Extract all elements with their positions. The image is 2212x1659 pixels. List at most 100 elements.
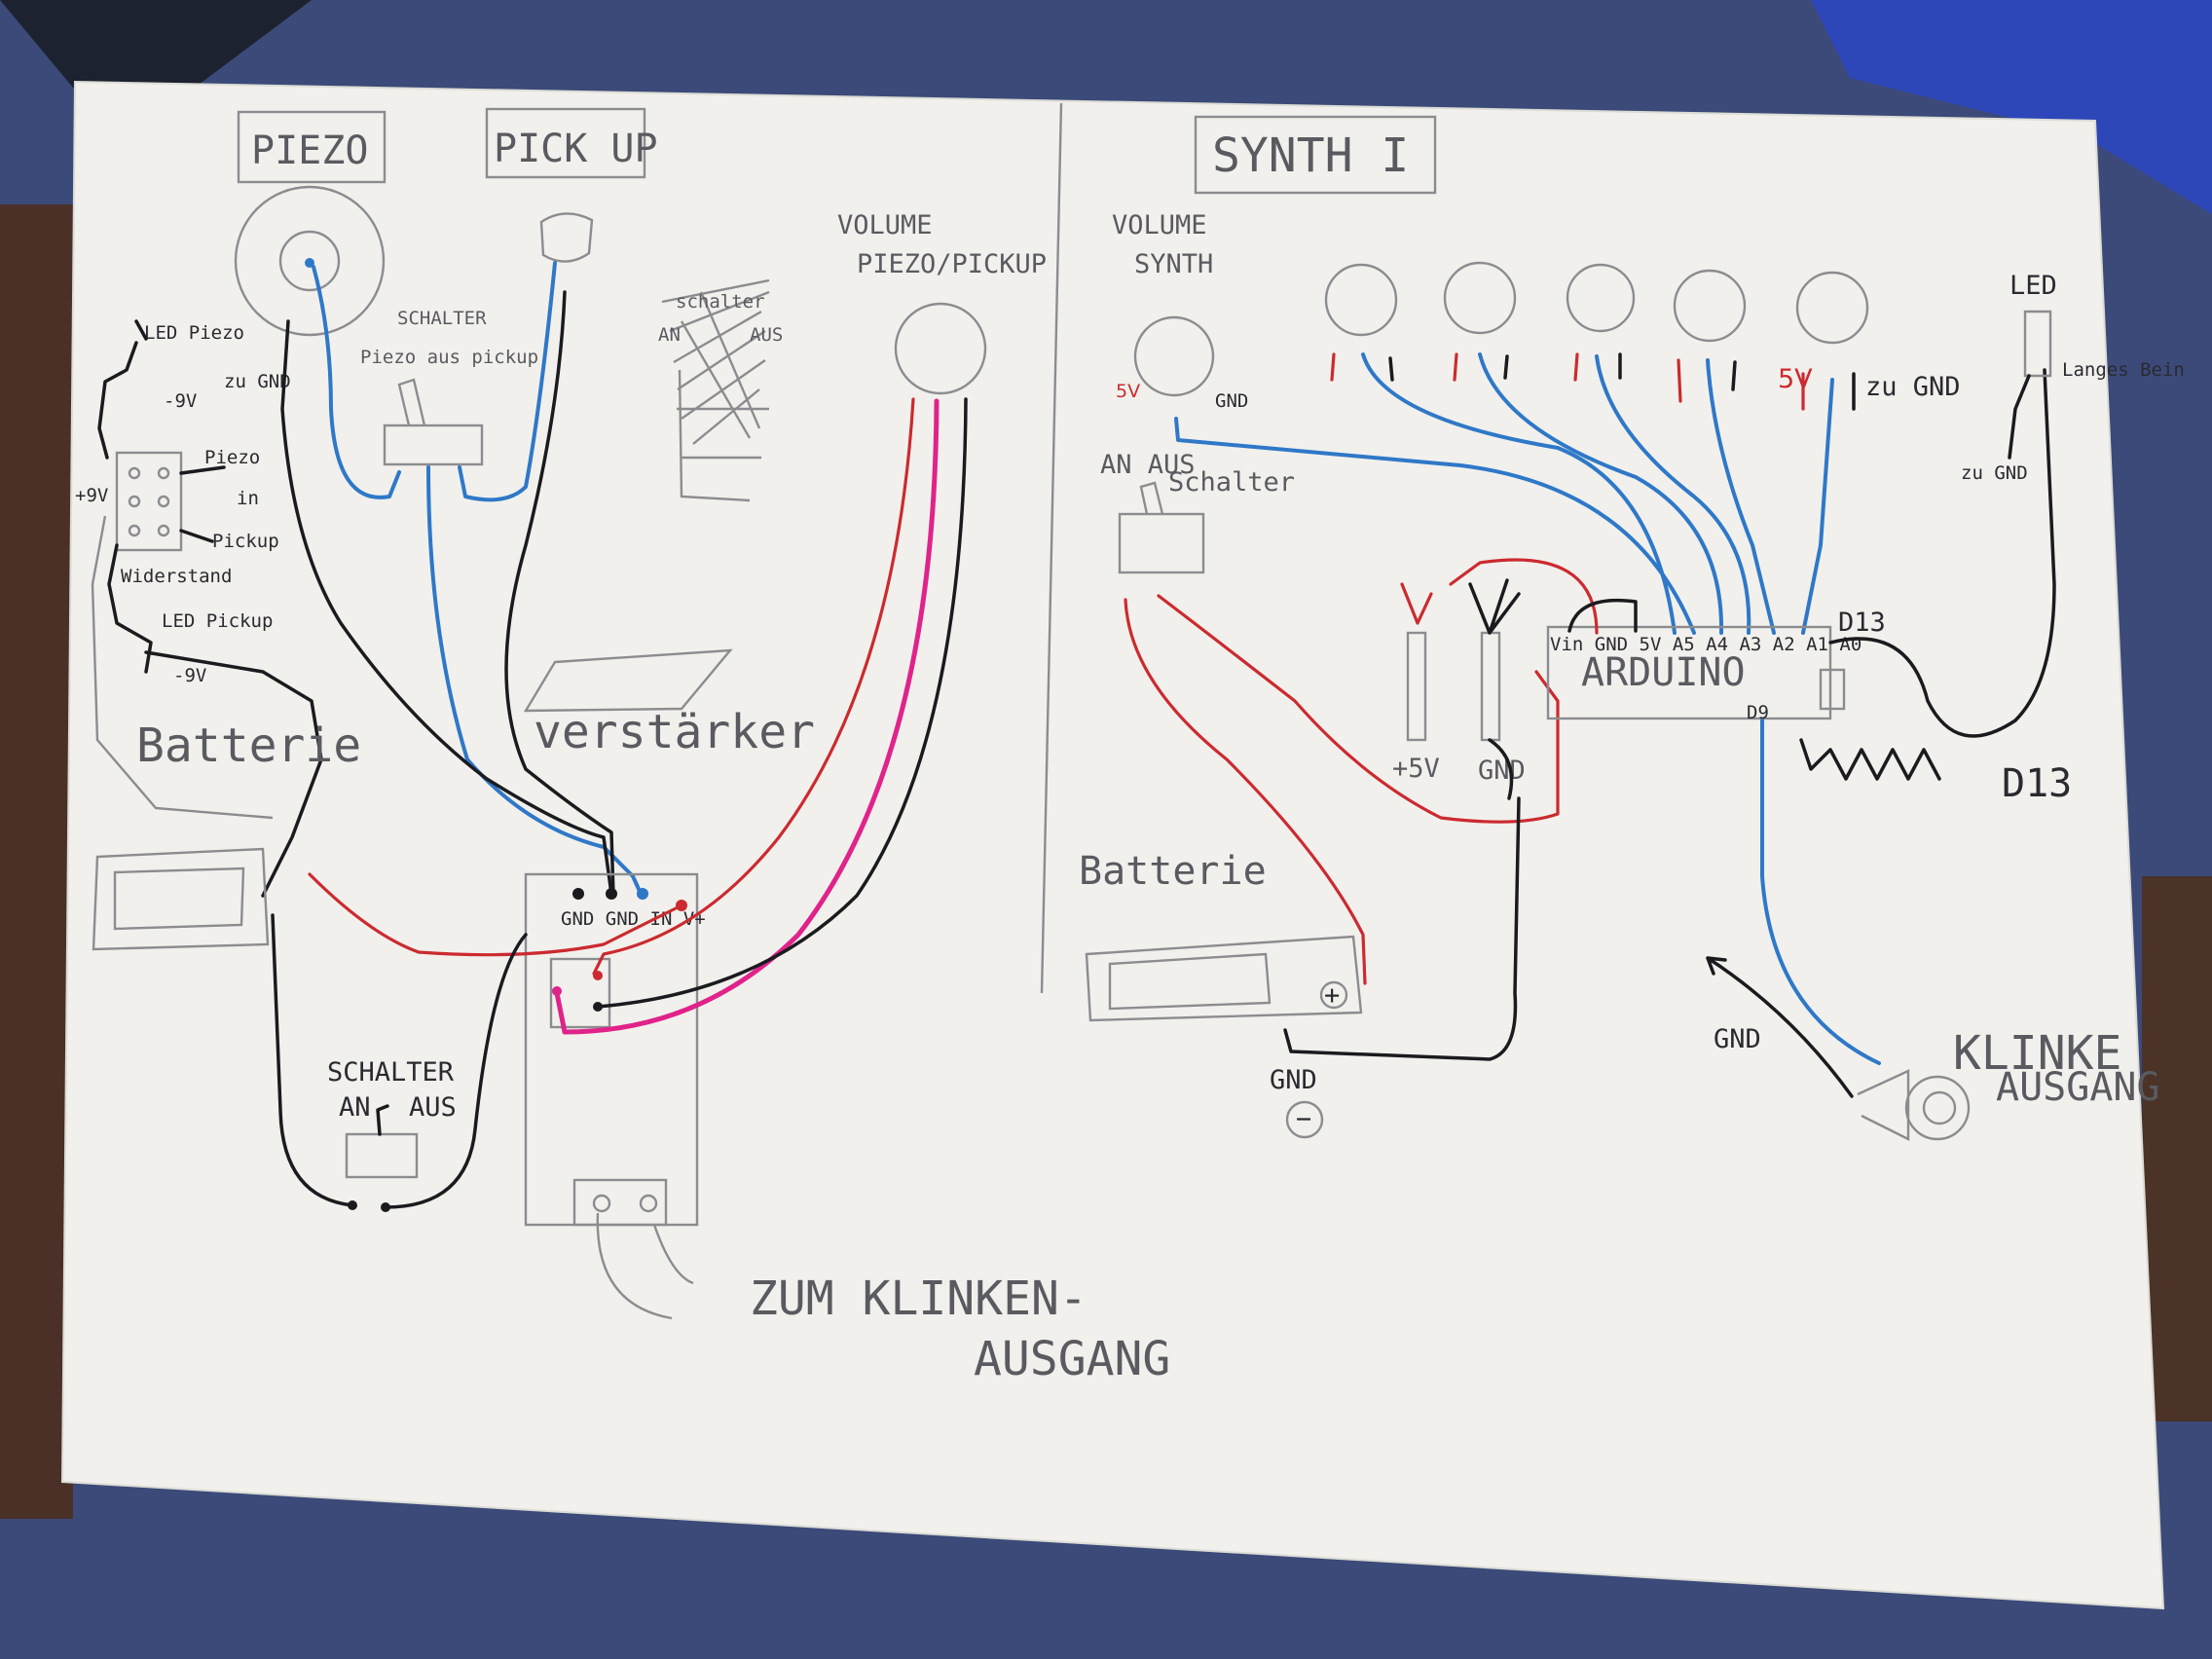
switch-label: SCHALTER <box>397 308 487 329</box>
power-switch-pin-a <box>348 1200 357 1210</box>
left-battery-wire-loop <box>91 515 274 820</box>
synth-switch-label: Schalter <box>1168 467 1295 498</box>
battery-ground-wire <box>1283 796 1521 1061</box>
arduino-label: ARDUINO <box>1581 650 1746 695</box>
rail-wires-black <box>1468 578 1638 800</box>
power-switch-wire <box>271 913 528 1209</box>
plus9v-label: +9V <box>75 485 108 506</box>
amp-board-sketch <box>523 648 733 713</box>
jack-leads <box>596 1212 694 1320</box>
pickup-ground-black <box>504 290 615 898</box>
volume-synth-5v: 5V <box>1116 381 1140 402</box>
background-wood-left <box>0 204 73 1519</box>
battery-plus: + <box>1324 980 1340 1011</box>
arduino-d9: D9 <box>1747 702 1769 723</box>
right-gnd-bottom: GND <box>1270 1065 1317 1095</box>
pot-5v-leads <box>1330 352 1805 411</box>
synth-switch-red-wire <box>1124 598 1367 985</box>
piezo-switch-label: Piezo <box>204 447 260 468</box>
led-label: LED <box>2009 271 2057 301</box>
background-wood-right <box>2142 876 2212 1421</box>
amp-pin-in <box>637 888 648 900</box>
klinken-label-line2: AUSGANG <box>974 1332 1170 1386</box>
rail-5v-label: +5V <box>1392 754 1440 784</box>
volume-left-pot <box>894 302 987 395</box>
piezo-wire-blue <box>312 265 401 499</box>
klinke-label-2: AUSGANG <box>1996 1065 2160 1110</box>
jack-gnd-label: GND <box>1714 1024 1761 1054</box>
piezo-title: PIEZO <box>251 129 368 173</box>
pot-1 <box>1324 263 1398 337</box>
section-divider <box>1040 102 1063 994</box>
switch-terminal-4 <box>157 495 170 508</box>
pot-5 <box>1795 271 1869 345</box>
switch-sub-label: Piezo aus pickup <box>360 347 538 368</box>
power-switch-body <box>345 1132 419 1179</box>
source-switch-lever <box>397 378 426 426</box>
left-wiring-black <box>97 319 323 898</box>
battery-minus-terminal <box>1285 1100 1324 1139</box>
synth-title-box <box>1194 115 1437 195</box>
background-blue-object <box>1811 0 2212 214</box>
rail-gnd-label: GND <box>1478 756 1526 786</box>
three-way-switch <box>115 451 183 552</box>
left-circuit: PIEZO PICK UP schalter AN AUS SCHALTER P… <box>75 107 1170 1386</box>
amp-jack-pin-1 <box>592 1194 611 1213</box>
arduino-board <box>1546 625 1832 720</box>
pickup-wire-blue <box>458 261 557 502</box>
amp-pin-gnd2 <box>606 888 617 900</box>
synth-title: SYNTH I <box>1212 129 1409 183</box>
in-label: in <box>237 488 259 509</box>
switch-terminal-2 <box>157 466 170 480</box>
paper-sheet <box>60 80 2165 1610</box>
d13-squiggle <box>1799 738 1941 781</box>
d13-wire <box>1828 368 2056 738</box>
switch-terminal-5 <box>128 524 141 537</box>
volume-pot-red <box>592 397 915 976</box>
right-circuit: SYNTH I VOLUME SYNTH 5V GND 5V zu GND AN… <box>1079 115 2185 1141</box>
svg-text:AUS: AUS <box>750 324 783 346</box>
switch2-an: AN <box>339 1092 371 1123</box>
d9-blue-wire <box>1760 719 1881 1065</box>
volume-synth-gnd: GND <box>1215 390 1248 412</box>
pot-gnd-leads <box>1388 352 1856 411</box>
volume-synth-sub: SYNTH <box>1134 249 1213 279</box>
power-switch-lever <box>376 1104 389 1136</box>
volume-pot-black <box>596 397 968 1009</box>
pot-zu-gnd-label: zu GND <box>1865 372 1961 402</box>
pot-5v-label: 5V <box>1778 364 1813 394</box>
switch2-aus: AUS <box>409 1092 457 1123</box>
amp-pins-label: GND GND IN V+ <box>561 908 706 930</box>
zu-gnd-label: zu GND <box>224 371 291 392</box>
piezo-disc-dot <box>305 258 314 268</box>
pot-3 <box>1566 263 1636 333</box>
battery-minus: − <box>1296 1104 1311 1134</box>
rail-5v <box>1406 631 1427 742</box>
arduino-pins: Vin GND 5V A5 A4 A3 A2 A1 A0 <box>1550 634 1862 655</box>
pickup-element <box>539 212 594 263</box>
source-switch-body <box>383 424 484 466</box>
widerstand-label: Widerstand <box>121 566 232 587</box>
battery-plus-terminal <box>1319 980 1348 1010</box>
led-piezo-label: LED Piezo <box>144 322 244 344</box>
piezo-disc-outer <box>234 185 386 337</box>
switch-terminal-1 <box>128 466 141 480</box>
switch-terminal-3 <box>128 495 141 508</box>
arduino-d13-bottom: D13 <box>2002 761 2072 806</box>
piezo-disc-inner <box>278 230 341 292</box>
jack-socket-outer <box>1904 1075 1971 1141</box>
arduino-d13-top: D13 <box>1838 608 1886 638</box>
minus9v-label-2: -9V <box>173 665 206 686</box>
jack-socket-body <box>1857 1069 1910 1141</box>
switch-terminal-6 <box>157 524 170 537</box>
right-batterie-label: Batterie <box>1079 849 1267 894</box>
rail-wires <box>1400 558 1599 635</box>
svg-text:schalter: schalter <box>676 291 765 313</box>
pot-wires-blue <box>1174 352 1834 635</box>
amp-jack-block <box>572 1178 668 1227</box>
volume-left-title: VOLUME <box>837 210 933 240</box>
amp-output-block <box>549 957 611 1029</box>
minus9v-label-1: -9V <box>164 390 197 412</box>
synth-switch-lever <box>1139 481 1164 515</box>
